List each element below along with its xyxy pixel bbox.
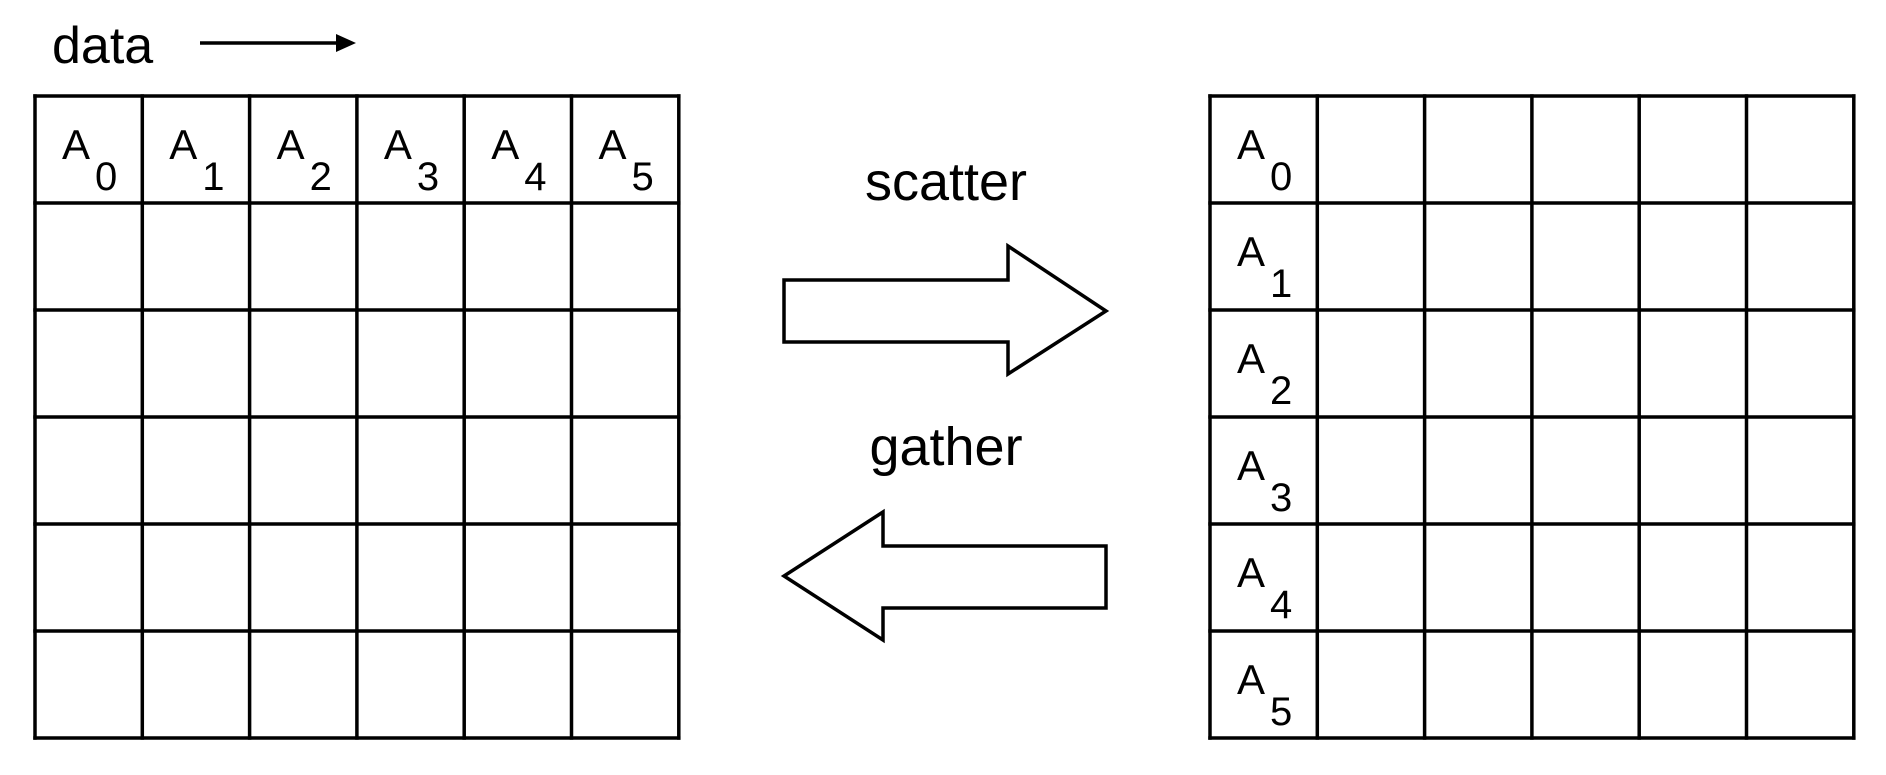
cell-label-base: A [1237, 549, 1265, 596]
cell-label-base: A [1237, 228, 1265, 275]
cell-label-subscript: 0 [1270, 155, 1292, 199]
cell-label: A3 [1237, 442, 1292, 520]
cell-label: A0 [62, 121, 117, 199]
cell-label: A1 [1237, 228, 1292, 306]
cell-label-subscript: 5 [632, 155, 654, 199]
cell-label-base: A [169, 121, 197, 168]
cell-label-base: A [1237, 442, 1265, 489]
cell-label-base: A [62, 121, 90, 168]
cell-label-subscript: 3 [417, 155, 439, 199]
cell-label-subscript: 3 [1270, 476, 1292, 520]
cell-label-base: A [1237, 121, 1265, 168]
cell-label-base: A [277, 121, 305, 168]
cell-label-subscript: 0 [95, 155, 117, 199]
cell-label-base: A [1237, 335, 1265, 382]
cell-label: A2 [1237, 335, 1292, 413]
cell-label: A5 [599, 121, 654, 199]
cell-label-subscript: 2 [310, 155, 332, 199]
cell-label-subscript: 1 [202, 155, 224, 199]
gather-label: gather [869, 417, 1022, 477]
cell-label-base: A [599, 121, 627, 168]
gather-arrow [780, 508, 1108, 644]
cell-label-base: A [491, 121, 519, 168]
cell-label: A4 [1237, 549, 1292, 627]
cell-label: A5 [1237, 656, 1292, 734]
cell-label-subscript: 1 [1270, 262, 1292, 306]
cell-label-base: A [384, 121, 412, 168]
data-direction-arrow [200, 34, 356, 52]
cell-label-subscript: 4 [1270, 583, 1292, 627]
cell-label: A3 [384, 121, 439, 199]
cell-label-subscript: 5 [1270, 690, 1292, 734]
cell-label: A1 [169, 121, 224, 199]
cell-label-subscript: 4 [524, 155, 546, 199]
cell-label: A0 [1237, 121, 1292, 199]
data-label: data [52, 17, 153, 75]
cell-label-subscript: 2 [1270, 369, 1292, 413]
scatter-label: scatter [865, 152, 1027, 212]
cell-label: A4 [491, 121, 546, 199]
cell-label-base: A [1237, 656, 1265, 703]
cell-label: A2 [277, 121, 332, 199]
scatter-arrow [782, 242, 1110, 378]
